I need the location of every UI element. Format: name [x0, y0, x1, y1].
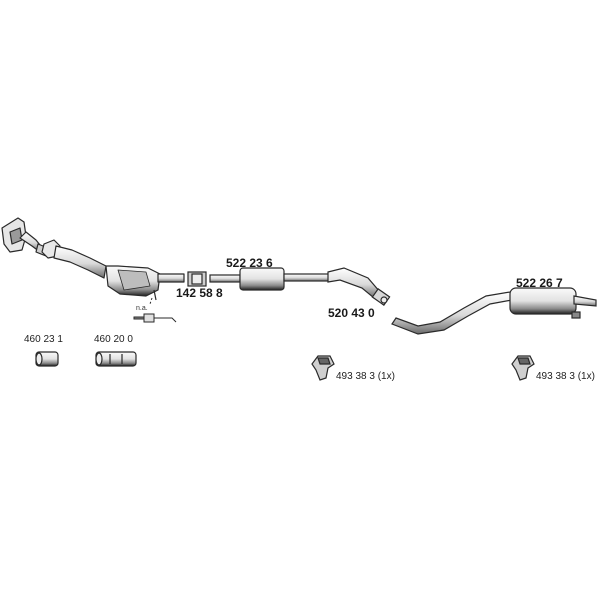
clamp-part [371, 288, 391, 306]
part-number-clamp: 520 43 0 [328, 306, 375, 320]
part-number-rear-silencer: 522 26 7 [516, 276, 563, 290]
rubber-mount-2 [511, 355, 535, 381]
middle-silencer-box [239, 267, 285, 291]
tail-pipe [573, 295, 597, 307]
rear-pipe [391, 291, 513, 335]
rear-silencer-part [391, 287, 597, 335]
part-number-connector: 142 58 8 [176, 286, 223, 300]
lambda-sensor [133, 297, 177, 323]
repair-pipe-long [95, 351, 137, 367]
front-pipe-catalyst [1, 217, 185, 301]
flex-pipe [53, 245, 107, 279]
middle-silencer-outlet-pipe [283, 273, 331, 282]
middle-silencer-part [209, 267, 381, 299]
middle-silencer-inlet-pipe [209, 274, 241, 283]
rubber-mount-1 [311, 355, 335, 381]
accessory-number-rubber-mount-1: 493 38 3 (1x) [336, 371, 395, 382]
repair-pipe-short [35, 351, 59, 367]
rear-silencer-box [509, 287, 577, 315]
accessory-number-rubber-mount-2: 493 38 3 (1x) [536, 371, 595, 382]
accessory-number-repair-pipe-long: 460 20 0 [94, 334, 133, 345]
part-number-middle-silencer: 522 23 6 [226, 256, 273, 270]
catalyst-outlet-pipe [157, 273, 185, 283]
sensor-note: n.a. [136, 305, 148, 312]
accessory-number-repair-pipe-short: 460 23 1 [24, 334, 63, 345]
connector-part [187, 271, 207, 287]
